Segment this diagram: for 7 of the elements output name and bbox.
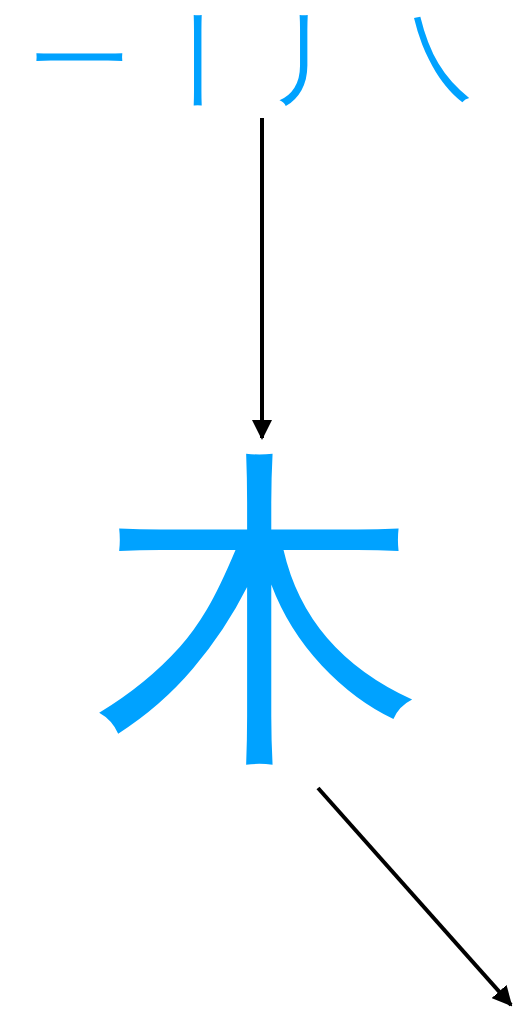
character-glyph: 木	[95, 417, 425, 805]
arrow	[252, 118, 272, 440]
stroke-glyph: 丿	[272, 5, 368, 119]
stroke-glyph: ㇏	[392, 5, 488, 119]
stroke-glyph: 丨	[152, 5, 248, 119]
stroke-glyph: 一	[32, 5, 128, 119]
arrow	[316, 786, 513, 1007]
